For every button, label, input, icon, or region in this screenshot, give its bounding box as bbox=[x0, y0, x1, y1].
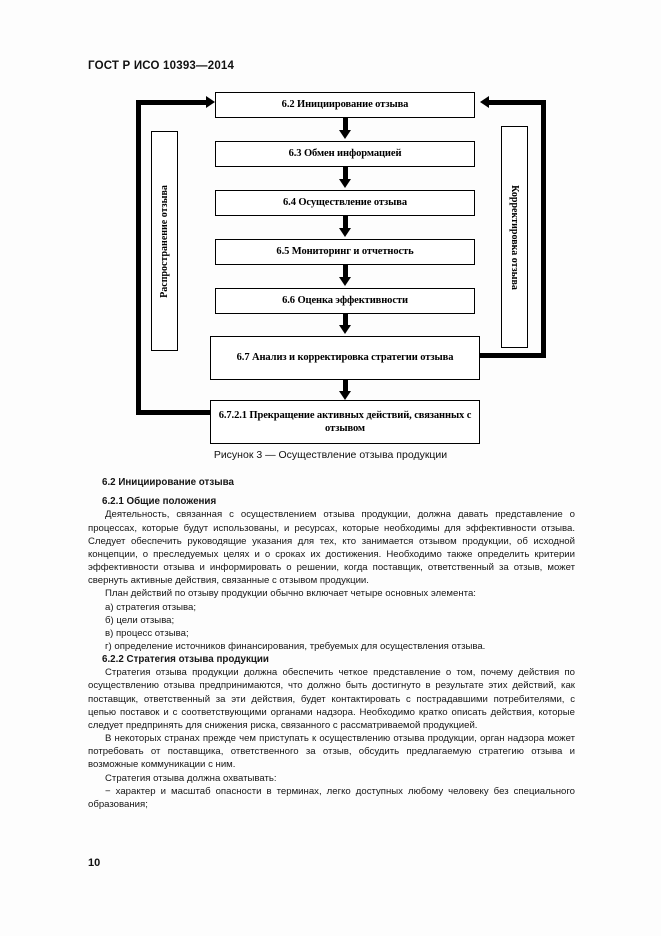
paragraph-6-2-1-1: Деятельность, связанная с осуществлением… bbox=[88, 509, 575, 587]
paragraph-6-2-2-2: В некоторых странах прежде чем приступат… bbox=[88, 733, 575, 771]
flowchart-arrow-2 bbox=[343, 167, 348, 181]
flowchart-arrowhead-3 bbox=[339, 228, 351, 237]
flowchart-box-strategy-review-label: 6.7 Анализ и корректировка стратегии отз… bbox=[236, 352, 454, 364]
flowchart-side-panel-correction: Корректировка отзыва bbox=[501, 126, 528, 348]
list-item-b: б) цели отзыва; bbox=[105, 614, 175, 626]
flowchart-arrowhead-into-initiation-right bbox=[480, 96, 489, 108]
list-item-g: г) определение источников финансирования… bbox=[105, 640, 486, 652]
list-item-v: в) процесс отзыва; bbox=[105, 627, 189, 639]
flowchart-box-monitoring: 6.5 Мониторинг и отчетность bbox=[215, 239, 475, 265]
heading-6-2: 6.2 Инициирование отзыва bbox=[102, 477, 234, 488]
flowchart-arrowhead-1 bbox=[339, 130, 351, 139]
flowchart-box-cease-activities: 6.7.2.1 Прекращение активных действий, с… bbox=[210, 400, 480, 444]
flowchart-box-effectiveness-label: 6.6 Оценка эффективности bbox=[282, 295, 408, 307]
flowchart-arrowhead-5 bbox=[339, 325, 351, 334]
document-standard-id: ГОСТ Р ИСО 10393—2014 bbox=[88, 60, 235, 72]
document-body: 6.2 Инициирование отзыва 6.2.1 Общие пол… bbox=[88, 476, 575, 811]
flowchart-arrowhead-4 bbox=[339, 277, 351, 286]
flowchart-side-panel-correction-label: Корректировка отзыва bbox=[509, 184, 521, 290]
flowchart-connector-bottom-left bbox=[136, 410, 220, 415]
flowchart-connector-top-left bbox=[136, 100, 208, 105]
flowchart-box-effectiveness: 6.6 Оценка эффективности bbox=[215, 288, 475, 314]
list-item-dash-1: − характер и масштаб опасности в термина… bbox=[88, 785, 575, 810]
flowchart-connector-right-riser bbox=[541, 100, 546, 358]
list-item-a: а) стратегия отзыва; bbox=[105, 601, 196, 613]
flowchart-box-initiation: 6.2 Инициирование отзыва bbox=[215, 92, 475, 118]
flowchart-arrow-1 bbox=[343, 118, 348, 132]
flowchart-connector-left-riser bbox=[136, 100, 141, 414]
flowchart-figure: Распространение отзыва Корректировка отз… bbox=[88, 88, 578, 468]
flowchart-connector-right-from-review bbox=[474, 353, 546, 358]
flowchart-arrow-5 bbox=[343, 314, 348, 327]
flowchart-arrow-3 bbox=[343, 216, 348, 230]
flowchart-box-implementation: 6.4 Осуществление отзыва bbox=[215, 190, 475, 216]
paragraph-6-2-2-1: Стратегия отзыва продукции должна обеспе… bbox=[88, 667, 575, 731]
flowchart-arrowhead-into-initiation-left bbox=[206, 96, 215, 108]
flowchart-box-cease-activities-label: 6.7.2.1 Прекращение активных действий, с… bbox=[218, 409, 472, 434]
flowchart-arrowhead-6 bbox=[339, 391, 351, 400]
page-number: 10 bbox=[88, 857, 101, 869]
flowchart-box-implementation-label: 6.4 Осуществление отзыва bbox=[283, 197, 407, 209]
heading-6-2-2: 6.2.2 Стратегия отзыва продукции bbox=[102, 654, 269, 666]
flowchart-side-panel-distribution: Распространение отзыва bbox=[151, 131, 178, 351]
flowchart-connector-top-right bbox=[488, 100, 546, 105]
flowchart-box-communication-label: 6.3 Обмен информацией bbox=[288, 148, 402, 160]
flowchart-arrow-4 bbox=[343, 265, 348, 279]
figure-caption: Рисунок 3 — Осуществление отзыва продукц… bbox=[213, 449, 448, 461]
flowchart-arrow-6 bbox=[343, 380, 348, 393]
flowchart-box-communication: 6.3 Обмен информацией bbox=[215, 141, 475, 167]
flowchart-side-panel-distribution-label: Распространение отзыва bbox=[159, 184, 171, 298]
flowchart-box-initiation-label: 6.2 Инициирование отзыва bbox=[281, 99, 409, 111]
flowchart-arrowhead-2 bbox=[339, 179, 351, 188]
paragraph-6-2-1-2: План действий по отзыву продукции обычно… bbox=[105, 588, 476, 600]
flowchart-box-strategy-review: 6.7 Анализ и корректировка стратегии отз… bbox=[210, 336, 480, 380]
flowchart-box-monitoring-label: 6.5 Мониторинг и отчетность bbox=[276, 246, 414, 258]
paragraph-6-2-2-3: Стратегия отзыва должна охватывать: bbox=[105, 772, 277, 784]
heading-6-2-1: 6.2.1 Общие положения bbox=[102, 496, 217, 508]
